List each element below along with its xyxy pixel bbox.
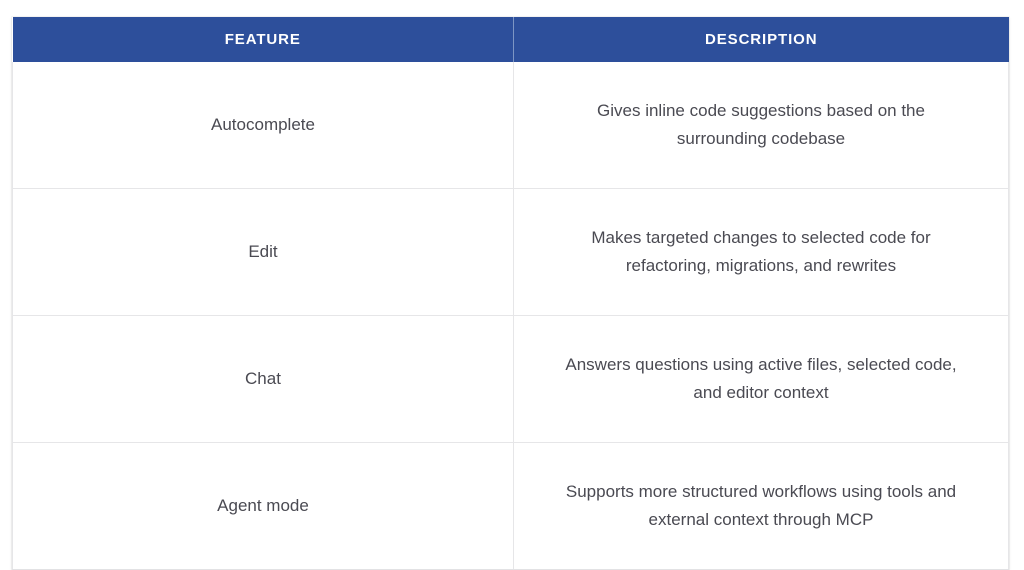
feature-name: Edit	[248, 242, 278, 262]
feature-name: Chat	[245, 369, 281, 389]
feature-name: Autocomplete	[211, 115, 315, 135]
cell-feature: Edit	[12, 188, 514, 316]
feature-description: Answers questions using active files, se…	[565, 355, 957, 402]
table-body: Autocomplete Gives inline code suggestio…	[12, 62, 1009, 570]
cell-description: Answers questions using active files, se…	[513, 315, 1009, 443]
table-row: Chat Answers questions using active file…	[12, 315, 1009, 443]
feature-description: Supports more structured workflows using…	[565, 482, 957, 529]
table-header-row: FEATURE DESCRIPTION	[12, 17, 1009, 62]
table-row: Edit Makes targeted changes to selected …	[12, 188, 1009, 316]
table-header: FEATURE DESCRIPTION	[12, 17, 1009, 62]
column-header-description[interactable]: DESCRIPTION	[513, 17, 1009, 62]
cell-description: Supports more structured workflows using…	[513, 442, 1009, 570]
cell-description: Makes targeted changes to selected code …	[513, 188, 1009, 316]
column-header-feature[interactable]: FEATURE	[12, 17, 514, 62]
feature-name: Agent mode	[217, 496, 309, 516]
cell-feature: Autocomplete	[12, 62, 514, 189]
feature-table: FEATURE DESCRIPTION Autocomplete Gives i…	[12, 17, 1009, 570]
table-row: Autocomplete Gives inline code suggestio…	[12, 62, 1009, 189]
page-container: FEATURE DESCRIPTION Autocomplete Gives i…	[12, 17, 1009, 570]
cell-description: Gives inline code suggestions based on t…	[513, 62, 1009, 189]
feature-description: Gives inline code suggestions based on t…	[597, 101, 925, 148]
cell-feature: Agent mode	[12, 442, 514, 570]
table-row: Agent mode Supports more structured work…	[12, 442, 1009, 570]
feature-description: Makes targeted changes to selected code …	[591, 228, 931, 275]
cell-feature: Chat	[12, 315, 514, 443]
